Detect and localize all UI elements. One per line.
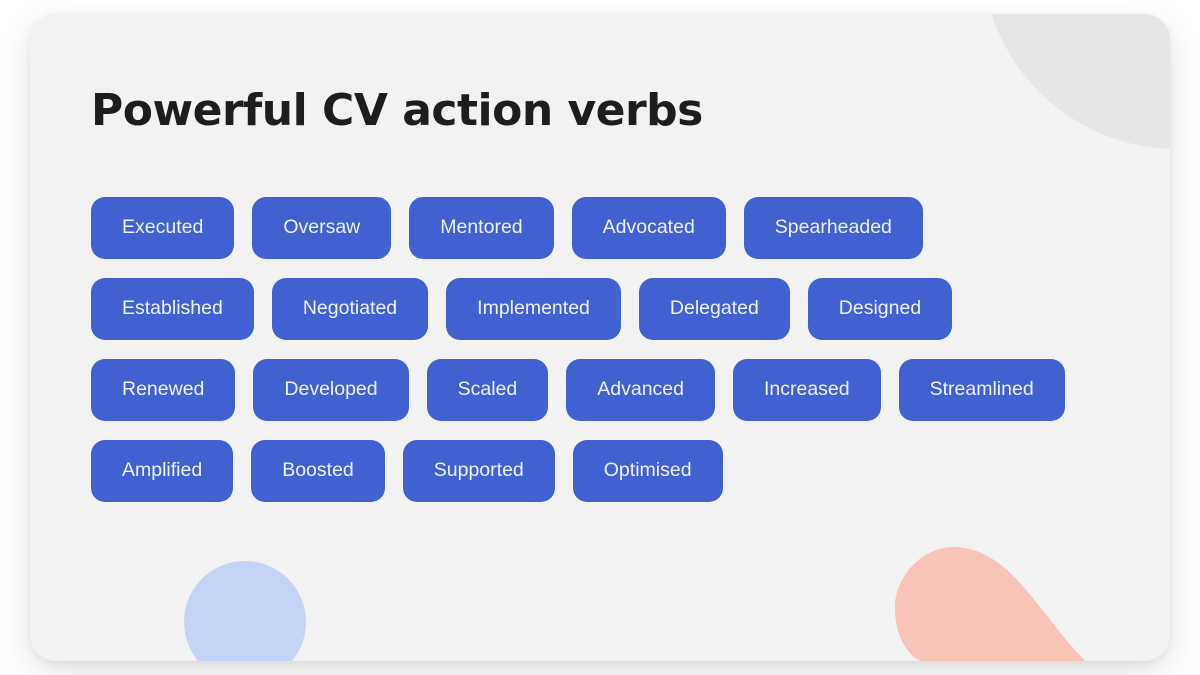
pink-teardrop-shape (895, 547, 1086, 661)
verb-row: Established Negotiated Implemented Delegate… (91, 277, 1170, 340)
verb-tag-advanced[interactable]: Advanced (566, 358, 715, 421)
verb-tag-established[interactable]: Established (91, 277, 254, 340)
verb-tag-spearheaded[interactable]: Spearheaded (743, 196, 923, 259)
verb-tag-mentored[interactable]: Mentored (409, 196, 554, 259)
verb-row: Amplified Boosted Supported Optimised (91, 439, 1170, 502)
verb-row: Executed Oversaw Mentored Advocated Spearhea… (91, 196, 1170, 259)
verb-tag-renewed[interactable]: Renewed (91, 358, 236, 421)
verb-tag-supported[interactable]: Supported (402, 439, 555, 502)
verb-rows: Executed Oversaw Mentored Advocated Spearhea… (91, 196, 1170, 502)
verb-tag-delegated[interactable]: Delegated (638, 277, 790, 340)
verb-tag-amplified[interactable]: Amplified (91, 439, 234, 502)
verb-row: Renewed Developed Scaled Advanced Increased S… (91, 358, 1170, 421)
verb-tag-streamlined[interactable]: Streamlined (898, 358, 1065, 421)
blue-half-circle-shape (184, 561, 306, 661)
verb-tag-developed[interactable]: Developed (253, 358, 409, 421)
verb-tag-executed[interactable]: Executed (91, 196, 235, 259)
verb-tag-advocated[interactable]: Advocated (571, 196, 726, 259)
verb-tag-designed[interactable]: Designed (807, 277, 953, 340)
verb-tag-increased[interactable]: Increased (732, 358, 881, 421)
verb-tag-scaled[interactable]: Scaled (426, 358, 549, 421)
verb-tag-optimised[interactable]: Optimised (572, 439, 723, 502)
verb-tag-implemented[interactable]: Implemented (446, 277, 621, 340)
verb-tag-boosted[interactable]: Boosted (251, 439, 385, 502)
page-title: Powerful CV action verbs (91, 85, 703, 136)
verb-tag-oversaw[interactable]: Oversaw (252, 196, 392, 259)
verb-tag-negotiated[interactable]: Negotiated (271, 277, 429, 340)
content-card: Powerful CV action verbs Executed Oversaw… (30, 14, 1170, 661)
card-content: Powerful CV action verbs Executed Oversaw… (30, 14, 1170, 502)
